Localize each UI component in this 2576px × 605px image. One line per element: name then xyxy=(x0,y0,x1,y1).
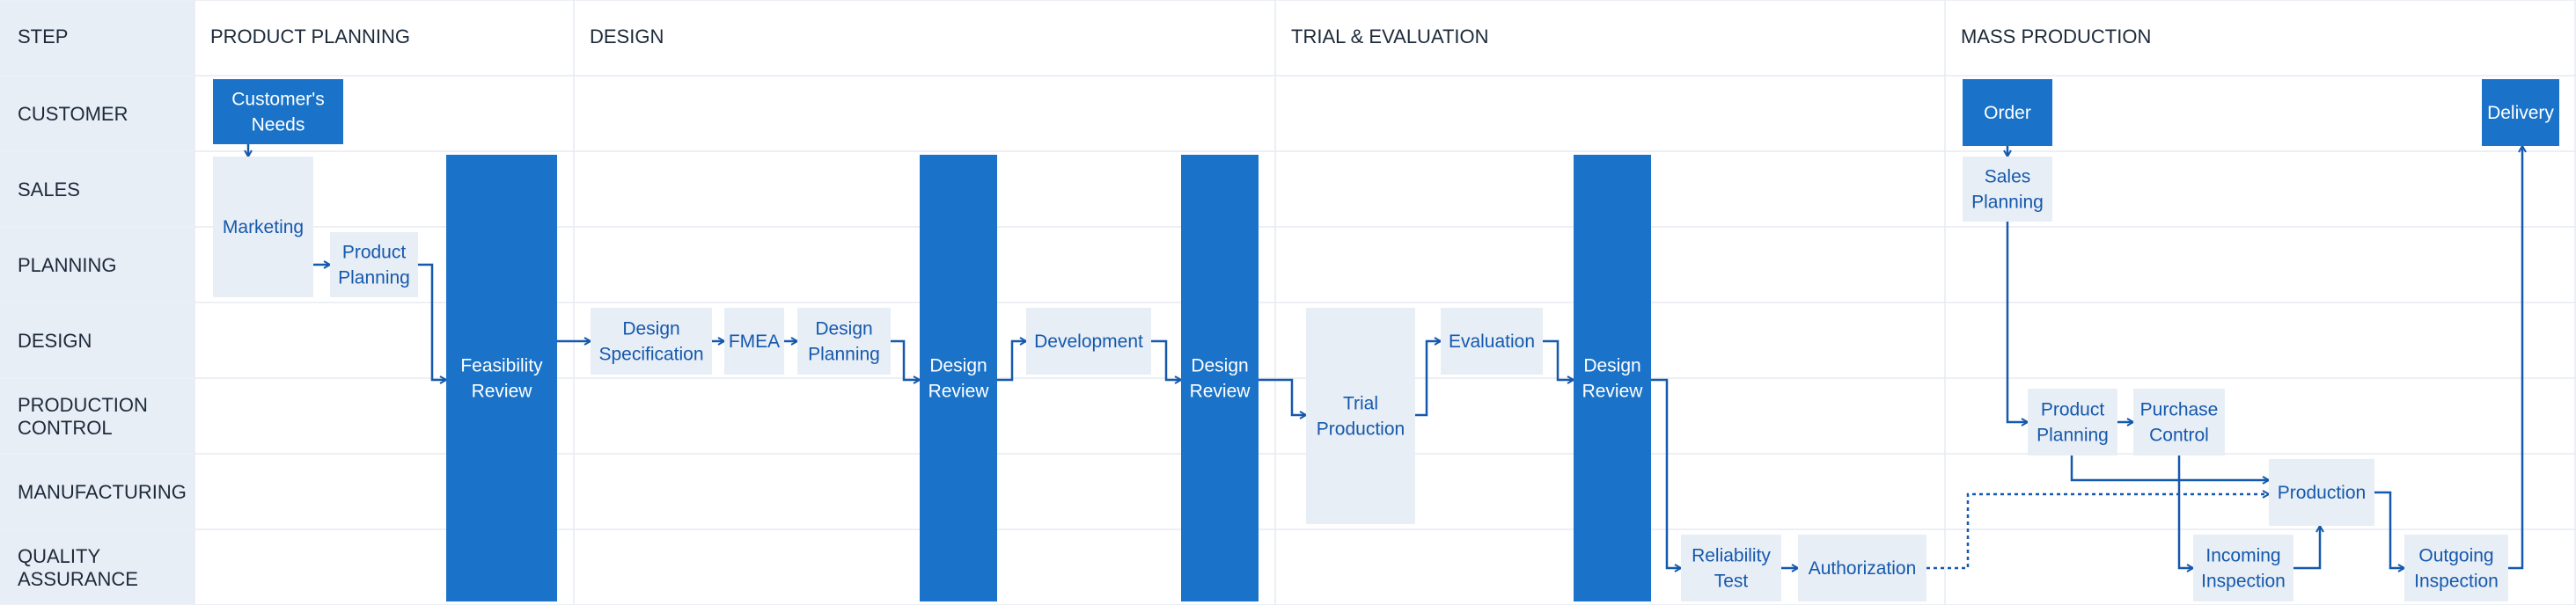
phase-label-trial-evaluation: TRIAL & EVALUATION xyxy=(1291,26,1489,47)
connector-arrow xyxy=(2293,526,2320,570)
connector-arrow xyxy=(2374,491,2404,568)
lane-header-cell xyxy=(0,1,194,75)
step-box-marketing: Marketing xyxy=(213,157,313,297)
connector-arrow xyxy=(2070,456,2269,480)
step-header-label: STEP xyxy=(18,26,68,47)
connector-arrow xyxy=(2508,146,2522,570)
step-box-label: Order xyxy=(1984,103,2031,123)
lane-label-customer: CUSTOMER xyxy=(18,103,128,125)
step-box-authorization: Authorization xyxy=(1798,535,1926,601)
step-box-order: Order xyxy=(1963,79,2052,146)
phase-label-mass-production: MASS PRODUCTION xyxy=(1961,26,2151,47)
step-box-development: Development xyxy=(1026,308,1151,375)
connector-arrow xyxy=(1543,339,1574,380)
connector-arrow xyxy=(1151,339,1181,380)
phase-label-product-planning: PRODUCT PLANNING xyxy=(210,26,410,47)
connector-arrow xyxy=(1651,378,1681,568)
step-box-production: Production xyxy=(2269,459,2374,526)
lane-label-design: DESIGN xyxy=(18,330,92,352)
lane-header-cell xyxy=(0,379,194,453)
step-box-fmea: FMEA xyxy=(724,308,784,375)
dotted-connector-arrow xyxy=(1926,494,2269,570)
lane-header-cell xyxy=(0,455,194,528)
step-box-label: Production xyxy=(2278,483,2366,503)
phase-label-design: DESIGN xyxy=(590,26,664,47)
connector-arrow xyxy=(891,339,920,380)
lane-label-planning: PLANNING xyxy=(18,254,116,276)
connector-arrow xyxy=(1259,378,1306,415)
step-box-delivery: Delivery xyxy=(2482,79,2559,146)
step-box-label: FMEA xyxy=(729,332,780,352)
connector-arrow xyxy=(997,341,1026,382)
connector-arrow xyxy=(418,263,446,380)
step-box-label: Marketing xyxy=(223,217,304,237)
step-box-label: Delivery xyxy=(2487,103,2554,123)
connector-arrow xyxy=(1415,341,1441,417)
lane-header-cell xyxy=(0,530,194,604)
lane-label-sales: SALES xyxy=(18,179,80,200)
lane-header-cell xyxy=(0,152,194,226)
connector-arrow xyxy=(2177,456,2193,568)
step-box-label: Authorization xyxy=(1809,558,1917,579)
lane-header-cell xyxy=(0,303,194,377)
step-box-label: Development xyxy=(1034,332,1143,352)
connector-arrow xyxy=(2006,222,2028,422)
lane-header-cell xyxy=(0,228,194,302)
lane-header-cell xyxy=(0,77,194,150)
step-box-label: Evaluation xyxy=(1449,332,1535,352)
lane-label-manufacturing: MANUFACTURING xyxy=(18,481,187,503)
step-box-evaluation: Evaluation xyxy=(1441,308,1543,375)
